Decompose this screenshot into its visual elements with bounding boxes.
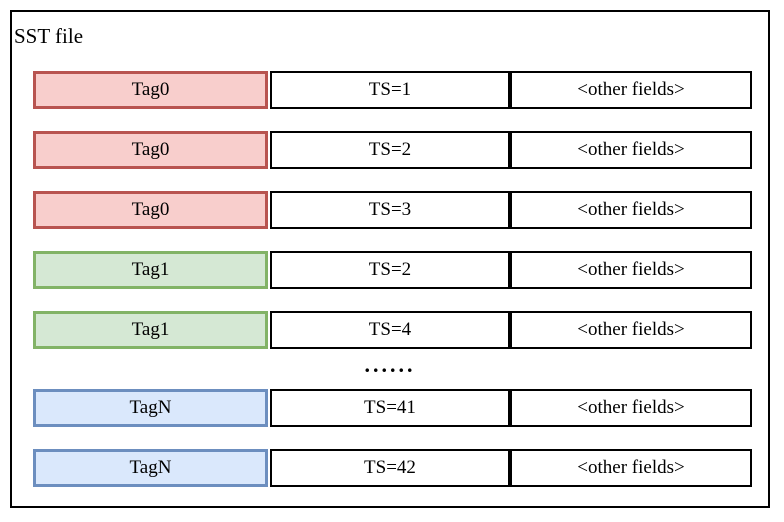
timestamp-label: TS=41 (364, 397, 416, 418)
timestamp-label: TS=42 (364, 457, 416, 478)
other-fields-cell: <other fields> (510, 71, 752, 109)
other-fields-cell: <other fields> (510, 449, 752, 487)
timestamp-label: TS=2 (368, 259, 412, 280)
other-fields-cell: <other fields> (510, 251, 752, 289)
record-row: Tag0 TS=1 <other fields> (12, 71, 768, 109)
diagram-title: SST file (14, 24, 84, 48)
timestamp-cell: TS=1 (270, 71, 510, 109)
tag-label: Tag1 (131, 319, 170, 340)
timestamp-label: TS=2 (368, 139, 412, 160)
other-fields-cell: <other fields> (510, 389, 752, 427)
tag-label: TagN (129, 397, 172, 418)
timestamp-cell: TS=2 (270, 251, 510, 289)
ellipsis-label: ...... (364, 352, 416, 377)
tag-label: Tag1 (131, 259, 170, 280)
other-fields-cell: <other fields> (510, 311, 752, 349)
tag-label: Tag0 (131, 199, 170, 220)
timestamp-label: TS=3 (368, 199, 412, 220)
other-fields-cell: <other fields> (510, 131, 752, 169)
timestamp-label: TS=1 (368, 79, 412, 100)
other-fields-label: <other fields> (577, 397, 685, 418)
tag-cell: Tag1 (33, 311, 268, 349)
timestamp-cell: TS=2 (270, 131, 510, 169)
other-fields-label: <other fields> (577, 259, 685, 280)
record-row: Tag1 TS=4 <other fields> (12, 311, 768, 349)
timestamp-label: TS=4 (368, 319, 412, 340)
timestamp-cell: TS=41 (270, 389, 510, 427)
tag-cell: Tag0 (33, 71, 268, 109)
timestamp-cell: TS=4 (270, 311, 510, 349)
record-row: TagN TS=41 <other fields> (12, 389, 768, 427)
other-fields-label: <other fields> (577, 139, 685, 160)
other-fields-cell: <other fields> (510, 191, 752, 229)
timestamp-cell: TS=42 (270, 449, 510, 487)
record-row: TagN TS=42 <other fields> (12, 449, 768, 487)
timestamp-cell: TS=3 (270, 191, 510, 229)
tag-label: TagN (129, 457, 172, 478)
tag-label: Tag0 (131, 79, 170, 100)
sst-file-container: SST file Tag0 TS=1 <other fields> Tag0 T… (10, 10, 770, 508)
other-fields-label: <other fields> (577, 199, 685, 220)
tag-cell: TagN (33, 389, 268, 427)
tag-cell: TagN (33, 449, 268, 487)
record-row: Tag0 TS=3 <other fields> (12, 191, 768, 229)
record-row: Tag1 TS=2 <other fields> (12, 251, 768, 289)
tag-cell: Tag0 (33, 131, 268, 169)
other-fields-label: <other fields> (577, 457, 685, 478)
tag-cell: Tag1 (33, 251, 268, 289)
tag-cell: Tag0 (33, 191, 268, 229)
record-row: Tag0 TS=2 <other fields> (12, 131, 768, 169)
other-fields-label: <other fields> (577, 319, 685, 340)
other-fields-label: <other fields> (577, 79, 685, 100)
tag-label: Tag0 (131, 139, 170, 160)
